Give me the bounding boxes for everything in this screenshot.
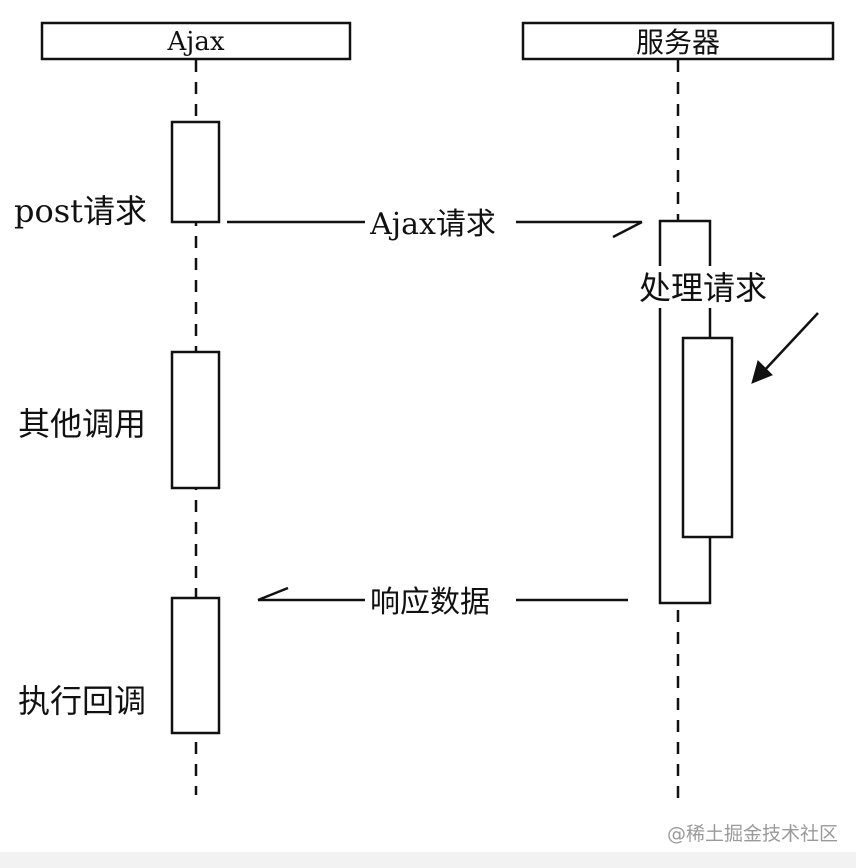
watermark-text: @稀土掘金技术社区 [667,823,838,845]
process-label-backdrop [636,266,770,308]
response-arrowhead [257,586,289,602]
participant-ajax-label: Ajax [166,27,224,57]
step-label-run-callback: 执行回调 [18,682,146,720]
request-message-label: Ajax请求 [369,207,496,242]
bottom-strip [0,852,856,868]
process-request-label: 处理请求 [639,269,767,307]
response-message-label: 响应数据 [370,585,490,620]
participant-server-box [521,21,835,61]
pointer-arrowhead [751,360,773,384]
request-arrowhead [612,220,643,239]
ajax-activation-post [170,120,221,224]
step-label-other-calls: 其他调用 [18,405,146,443]
step-label-post-request: post请求 [14,192,147,230]
participant-server-label: 服务器 [636,26,720,59]
participant-ajax-box [40,21,352,61]
ajax-activation-other [170,350,221,490]
pointer-arrow-line [761,312,819,374]
ajax-activation-callback [170,596,221,735]
server-activation-inner [681,336,734,539]
